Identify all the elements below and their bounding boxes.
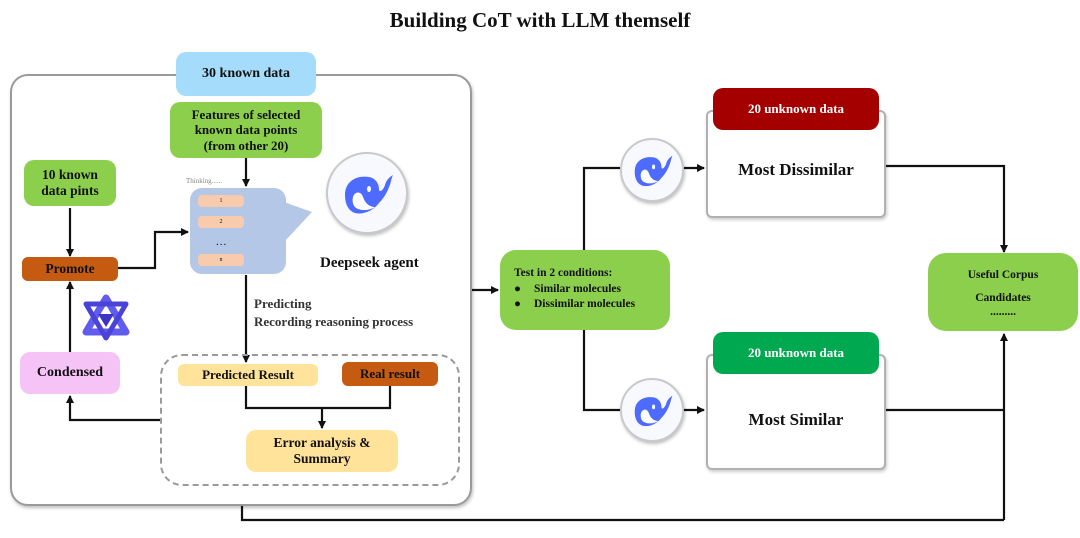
output-line-2: Candidates	[975, 292, 1031, 305]
ten-known-line-2: data pints	[41, 183, 99, 198]
line-test-to-similar	[582, 330, 620, 412]
real-result-label: Real result	[359, 366, 421, 382]
arrow-error-to-condensed	[66, 395, 160, 422]
promote-label: Promote	[45, 260, 95, 276]
agent-notes: Predicting Recording reasoning process	[254, 295, 413, 330]
error-analysis-line-1: Error analysis &	[273, 434, 371, 450]
deepseek-agent-label: Deepseek agent	[320, 255, 419, 271]
bubble-tail	[284, 202, 312, 242]
similar-label: Most Similar	[748, 410, 844, 429]
dissimilar-label: Most Dissimilar	[738, 160, 854, 179]
deepseek-whale-icon	[634, 395, 673, 427]
qwen-star-icon	[78, 292, 134, 344]
note-recording: Recording reasoning process	[254, 313, 414, 329]
condensed-label: Condensed	[36, 364, 104, 380]
thinking-step: 1	[198, 195, 244, 207]
output-line-1: Useful Corpus	[967, 268, 1039, 281]
real-result-box: Real result	[342, 362, 438, 386]
ten-known-box: 10 known data pints	[24, 160, 116, 206]
test-conditions-box: Test in 2 conditions: ●Similar molecules…	[500, 250, 670, 330]
similar-header: 20 unknown data	[713, 332, 879, 374]
dissimilar-header: 20 unknown data	[713, 88, 879, 130]
useful-corpus-box: Useful Corpus Candidates .........	[928, 253, 1078, 331]
diagram-title: Building CoT with LLM themself	[389, 8, 691, 32]
known-data-header: 30 known data	[176, 52, 316, 96]
output-line-3: .........	[990, 306, 1016, 319]
thinking-step: n	[198, 254, 244, 266]
deepseek-agent-logo	[326, 152, 408, 234]
error-analysis-line-2: Summary	[293, 451, 351, 466]
arrow-dissimilar-to-output	[886, 164, 1008, 253]
deepseek-logo-similar	[620, 378, 684, 442]
thinking-bubble: 1 2 ... n	[190, 188, 286, 274]
error-analysis-box: Error analysis & Summary	[246, 430, 398, 472]
features-line-2: known data points	[194, 122, 298, 138]
known-data-header-label: 30 known data	[202, 65, 290, 81]
arrow-promote-to-agent	[118, 228, 189, 270]
features-box: Features of selected known data points (…	[170, 102, 322, 158]
ten-known-line-1: 10 known	[42, 166, 98, 182]
promote-box: Promote	[22, 257, 118, 281]
deepseek-logo-dissimilar	[620, 138, 684, 202]
note-predicting: Predicting	[254, 296, 312, 311]
predicted-result-box: Predicted Result	[178, 364, 318, 386]
predicted-result-label: Predicted Result	[202, 367, 294, 383]
thinking-label: Thinking......	[186, 177, 223, 185]
features-line-3: (from other 20)	[203, 137, 289, 153]
line-predicted-merge	[244, 386, 392, 410]
test-heading: Test in 2 conditions:	[514, 267, 613, 279]
features-line-1: Features of selected	[191, 106, 301, 122]
deepseek-whale-icon	[634, 155, 673, 187]
test-bullet-similar: ●Similar molecules	[514, 282, 621, 295]
test-bullet-dissimilar: ●Dissimilar molecules	[514, 298, 636, 311]
condensed-box: Condensed	[20, 352, 120, 394]
line-test-to-dissimilar	[582, 166, 620, 250]
evaluation-group	[160, 354, 460, 486]
thinking-ellipsis: ...	[216, 236, 228, 248]
deepseek-whale-icon	[345, 175, 393, 214]
line-bottom-loop	[240, 506, 1004, 522]
thinking-step: 2	[198, 216, 244, 228]
